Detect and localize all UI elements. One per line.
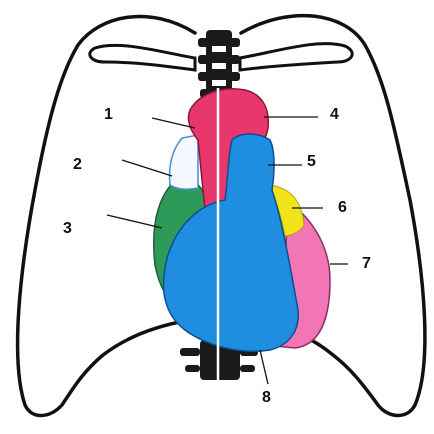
- superior-vena-cava: [170, 135, 199, 189]
- callout-1: 1: [104, 107, 113, 123]
- callout-4: 4: [330, 107, 339, 123]
- right-clavicle: [240, 44, 352, 70]
- callout-6: 6: [338, 200, 347, 216]
- callout-7: 7: [362, 256, 371, 272]
- callout-8: 8: [262, 390, 271, 406]
- callout-3: 3: [63, 221, 72, 237]
- callout-5: 5: [307, 154, 316, 170]
- left-clavicle: [90, 45, 195, 70]
- callout-2: 2: [73, 157, 82, 173]
